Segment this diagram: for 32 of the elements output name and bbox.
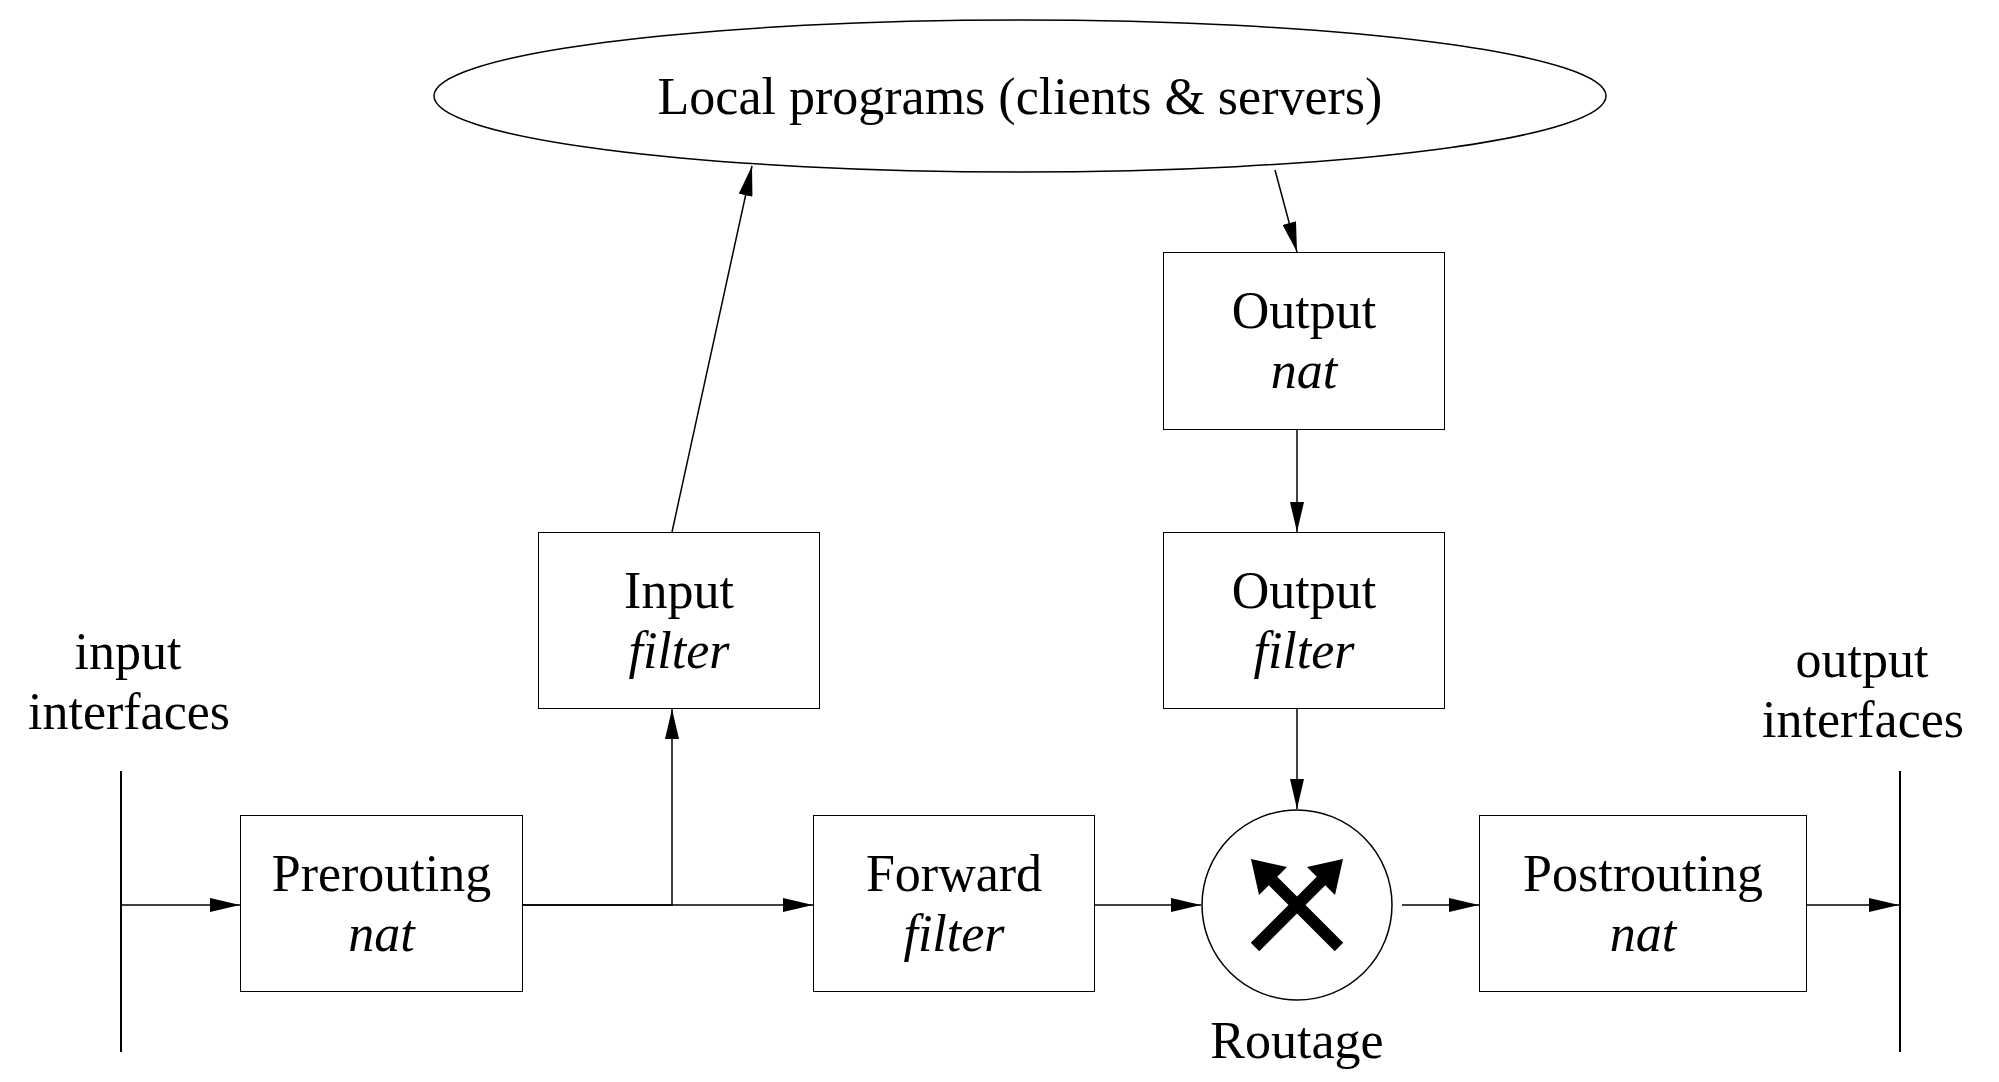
arrow	[522, 708, 679, 906]
interface-label: input interfaces	[28, 622, 228, 742]
node-subtitle: nat	[1270, 341, 1338, 401]
process-box	[813, 815, 1095, 992]
process-box	[1163, 252, 1445, 430]
arrow	[671, 165, 753, 533]
process-box	[1163, 532, 1445, 709]
node-label: Output	[1231, 560, 1377, 621]
node-label: Input	[624, 560, 734, 621]
process-box	[1479, 815, 1807, 992]
node-subtitle: nat	[348, 903, 415, 964]
node-label: Output	[1231, 281, 1377, 341]
node-label: Local programs (clients & servers)	[657, 66, 1383, 126]
node-label: Routage	[1210, 1011, 1384, 1070]
interface-label: output interfaces	[1762, 630, 1962, 750]
node-label: Forward	[865, 843, 1043, 904]
ellipse-node	[433, 19, 1607, 173]
arrow	[121, 898, 241, 912]
arrow	[1290, 429, 1304, 533]
process-box	[538, 532, 820, 709]
node-subtitle: nat	[1609, 903, 1677, 964]
arrow	[1290, 708, 1304, 810]
node-label: Postrouting	[1523, 843, 1763, 904]
process-box	[240, 815, 523, 992]
arrow	[1401, 898, 1480, 912]
node-label: Prerouting	[271, 843, 492, 904]
node-subtitle: filter	[903, 903, 1005, 964]
arrow	[1274, 169, 1298, 253]
node-subtitle: filter	[1253, 620, 1355, 681]
node-subtitle: filter	[628, 620, 730, 681]
arrow	[1094, 898, 1202, 912]
arrow	[1806, 898, 1900, 912]
